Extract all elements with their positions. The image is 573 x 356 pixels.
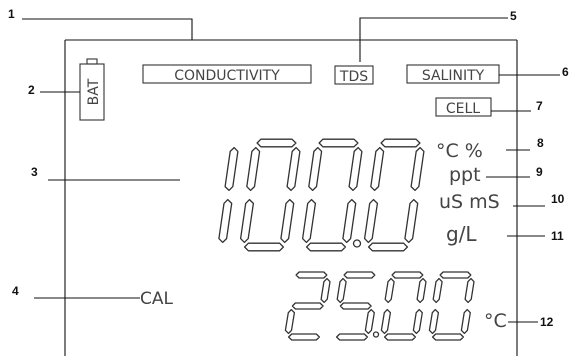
salinity-box [406, 64, 500, 84]
callout-5: 5 [510, 9, 517, 23]
main-decimal-point [352, 239, 362, 248]
unit-us-ms: uS mS [439, 191, 500, 213]
main-segment-c [280, 198, 295, 244]
main-segment-b [410, 146, 425, 192]
main-digit-1 [218, 146, 239, 244]
main-segment-a [380, 138, 421, 148]
main-segment-d [243, 242, 285, 252]
main-segment-c [218, 198, 233, 244]
temp-segment-d [383, 333, 417, 341]
callout-2: 2 [28, 83, 35, 97]
main-segment-f [246, 146, 261, 192]
bat-label: BAT [86, 78, 102, 105]
temp-digit-4 [428, 271, 475, 341]
temp-segment-c [412, 308, 423, 335]
callout-1: 1 [8, 7, 15, 21]
temp-digit-2 [335, 271, 376, 341]
callout-8: 8 [537, 136, 544, 150]
tds-box [334, 65, 374, 85]
cell-box [435, 97, 492, 117]
temp-segment-c [364, 308, 375, 335]
temperature-reading [284, 271, 475, 341]
lcd-frame [64, 39, 518, 356]
unit-temp-small: °C [484, 310, 507, 332]
tds-indicator: TDS [339, 69, 368, 85]
callout-lines [22, 17, 560, 323]
callout-11: 11 [551, 229, 564, 243]
temp-segment-e [428, 308, 440, 335]
main-segment-d [305, 242, 347, 252]
temp-segment-a [439, 271, 472, 279]
main-segment-f [308, 146, 323, 192]
temp-segment-f [384, 277, 395, 304]
main-segment-a [256, 138, 297, 148]
temp-segment-d [335, 333, 369, 341]
temp-digit-1 [284, 271, 331, 341]
main-segment-e [239, 198, 255, 244]
temp-segment-b [416, 277, 427, 304]
temp-segment-e [284, 308, 296, 335]
unit-g-per-l: g/L [446, 222, 477, 246]
cal-indicator: CAL [140, 289, 173, 309]
temp-segment-g [291, 302, 324, 310]
temp-segment-a [343, 271, 376, 279]
callout-3: 3 [31, 165, 38, 179]
temp-segment-d [431, 333, 465, 341]
callout-4: 4 [12, 284, 19, 298]
callout-7: 7 [536, 99, 543, 113]
main-segment-e [363, 198, 379, 244]
temp-segment-a [391, 271, 424, 279]
conductivity-indicator: CONDUCTIVITY [174, 68, 280, 84]
temp-segment-b [320, 277, 331, 304]
temp-segment-c [460, 308, 471, 335]
main-segment-c [404, 198, 419, 244]
temp-segment-d [287, 333, 321, 341]
callout-12: 12 [540, 315, 554, 329]
temp-segment-g [339, 302, 372, 310]
callout-6: 6 [562, 65, 569, 79]
temp-segment-a [295, 271, 328, 279]
main-segment-f [370, 146, 385, 192]
callout-10: 10 [551, 192, 565, 206]
temp-segment-f [432, 277, 443, 304]
main-segment-b [286, 146, 301, 192]
main-digit-3 [301, 138, 363, 252]
main-segment-e [301, 198, 317, 244]
temp-segment-b [464, 277, 475, 304]
unit-ppt: ppt [449, 164, 481, 186]
callout-9: 9 [536, 165, 543, 179]
salinity-indicator: SALINITY [422, 68, 485, 84]
main-segment-c [342, 198, 357, 244]
main-segment-b [224, 146, 239, 192]
main-digit-2 [239, 138, 301, 252]
unit-temp-percent: °C % [436, 140, 483, 162]
main-segment-a [318, 138, 359, 148]
temp-segment-f [336, 277, 347, 304]
temp-digit-3 [380, 271, 427, 341]
battery-indicator: BAT [79, 58, 105, 121]
main-segment-b [348, 146, 363, 192]
temp-segment-e [380, 308, 392, 335]
conductivity-box [142, 64, 312, 84]
main-segment-d [367, 242, 409, 252]
main-reading [218, 138, 425, 252]
main-digit-4 [363, 138, 425, 252]
temp-decimal-point [372, 331, 380, 338]
cell-indicator: CELL [446, 101, 480, 117]
